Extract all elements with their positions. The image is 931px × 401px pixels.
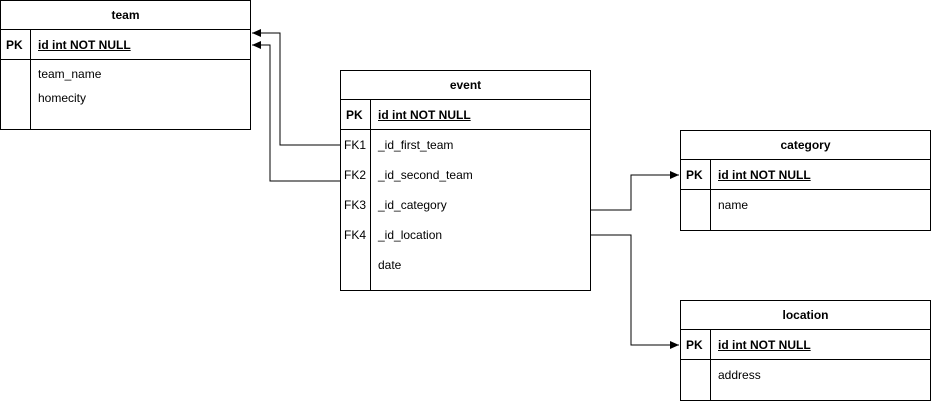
primary-key-row: PK id int NOT NULL [1, 30, 250, 60]
fk3-connector [591, 171, 679, 211]
pk-field: id int NOT NULL [718, 168, 811, 182]
field-column: team_name homecity [31, 60, 250, 129]
table-title: event [341, 71, 590, 100]
table-title: team [1, 1, 250, 30]
key-column: FK1 FK2 FK3 FK4 [341, 130, 371, 290]
fk1-connector [252, 29, 340, 146]
table-category[interactable]: category PK id int NOT NULL name [680, 130, 931, 231]
primary-key-row: PK id int NOT NULL [341, 100, 590, 130]
table-body: FK1 FK2 FK3 FK4 _id_first_team _id_secon… [341, 130, 590, 290]
pk-label: PK [1, 30, 31, 59]
field-row: _id_location [378, 228, 443, 242]
pk-label: PK [681, 160, 711, 189]
fk2-connector [252, 41, 340, 182]
field-row: _id_category [378, 198, 447, 212]
field-row: date [378, 258, 402, 272]
pk-field: id int NOT NULL [378, 108, 471, 122]
field-row: address [718, 368, 761, 382]
fk-label: FK2 [344, 168, 367, 182]
field-row: name [718, 198, 749, 212]
table-body: address [681, 360, 930, 400]
table-title: location [681, 301, 930, 330]
field-row: _id_second_team [378, 168, 473, 182]
table-body: team_name homecity [1, 60, 250, 129]
pk-label: PK [341, 100, 371, 129]
table-event[interactable]: event PK id int NOT NULL FK1 FK2 FK3 FK4… [340, 70, 591, 291]
primary-key-row: PK id int NOT NULL [681, 160, 930, 190]
field-row: _id_first_team [378, 138, 454, 152]
fk-label [341, 250, 370, 280]
field-column: address [711, 360, 930, 400]
key-column [1, 60, 31, 129]
primary-key-row: PK id int NOT NULL [681, 330, 930, 360]
key-column [681, 360, 711, 400]
fk4-connector [591, 234, 679, 349]
table-body: name [681, 190, 930, 230]
pk-field: id int NOT NULL [718, 338, 811, 352]
field-column: _id_first_team _id_second_team _id_categ… [371, 130, 590, 290]
fk-label: FK3 [344, 198, 367, 212]
fk-label: FK1 [344, 138, 367, 152]
field-column: name [711, 190, 930, 230]
pk-label: PK [681, 330, 711, 359]
fk-label: FK4 [344, 228, 367, 242]
field-row: homecity [38, 91, 87, 105]
table-team[interactable]: team PK id int NOT NULL team_name homeci… [0, 0, 251, 130]
table-location[interactable]: location PK id int NOT NULL address [680, 300, 931, 401]
pk-field: id int NOT NULL [38, 38, 131, 52]
key-column [681, 190, 711, 230]
field-row: team_name [38, 67, 102, 81]
table-title: category [681, 131, 930, 160]
